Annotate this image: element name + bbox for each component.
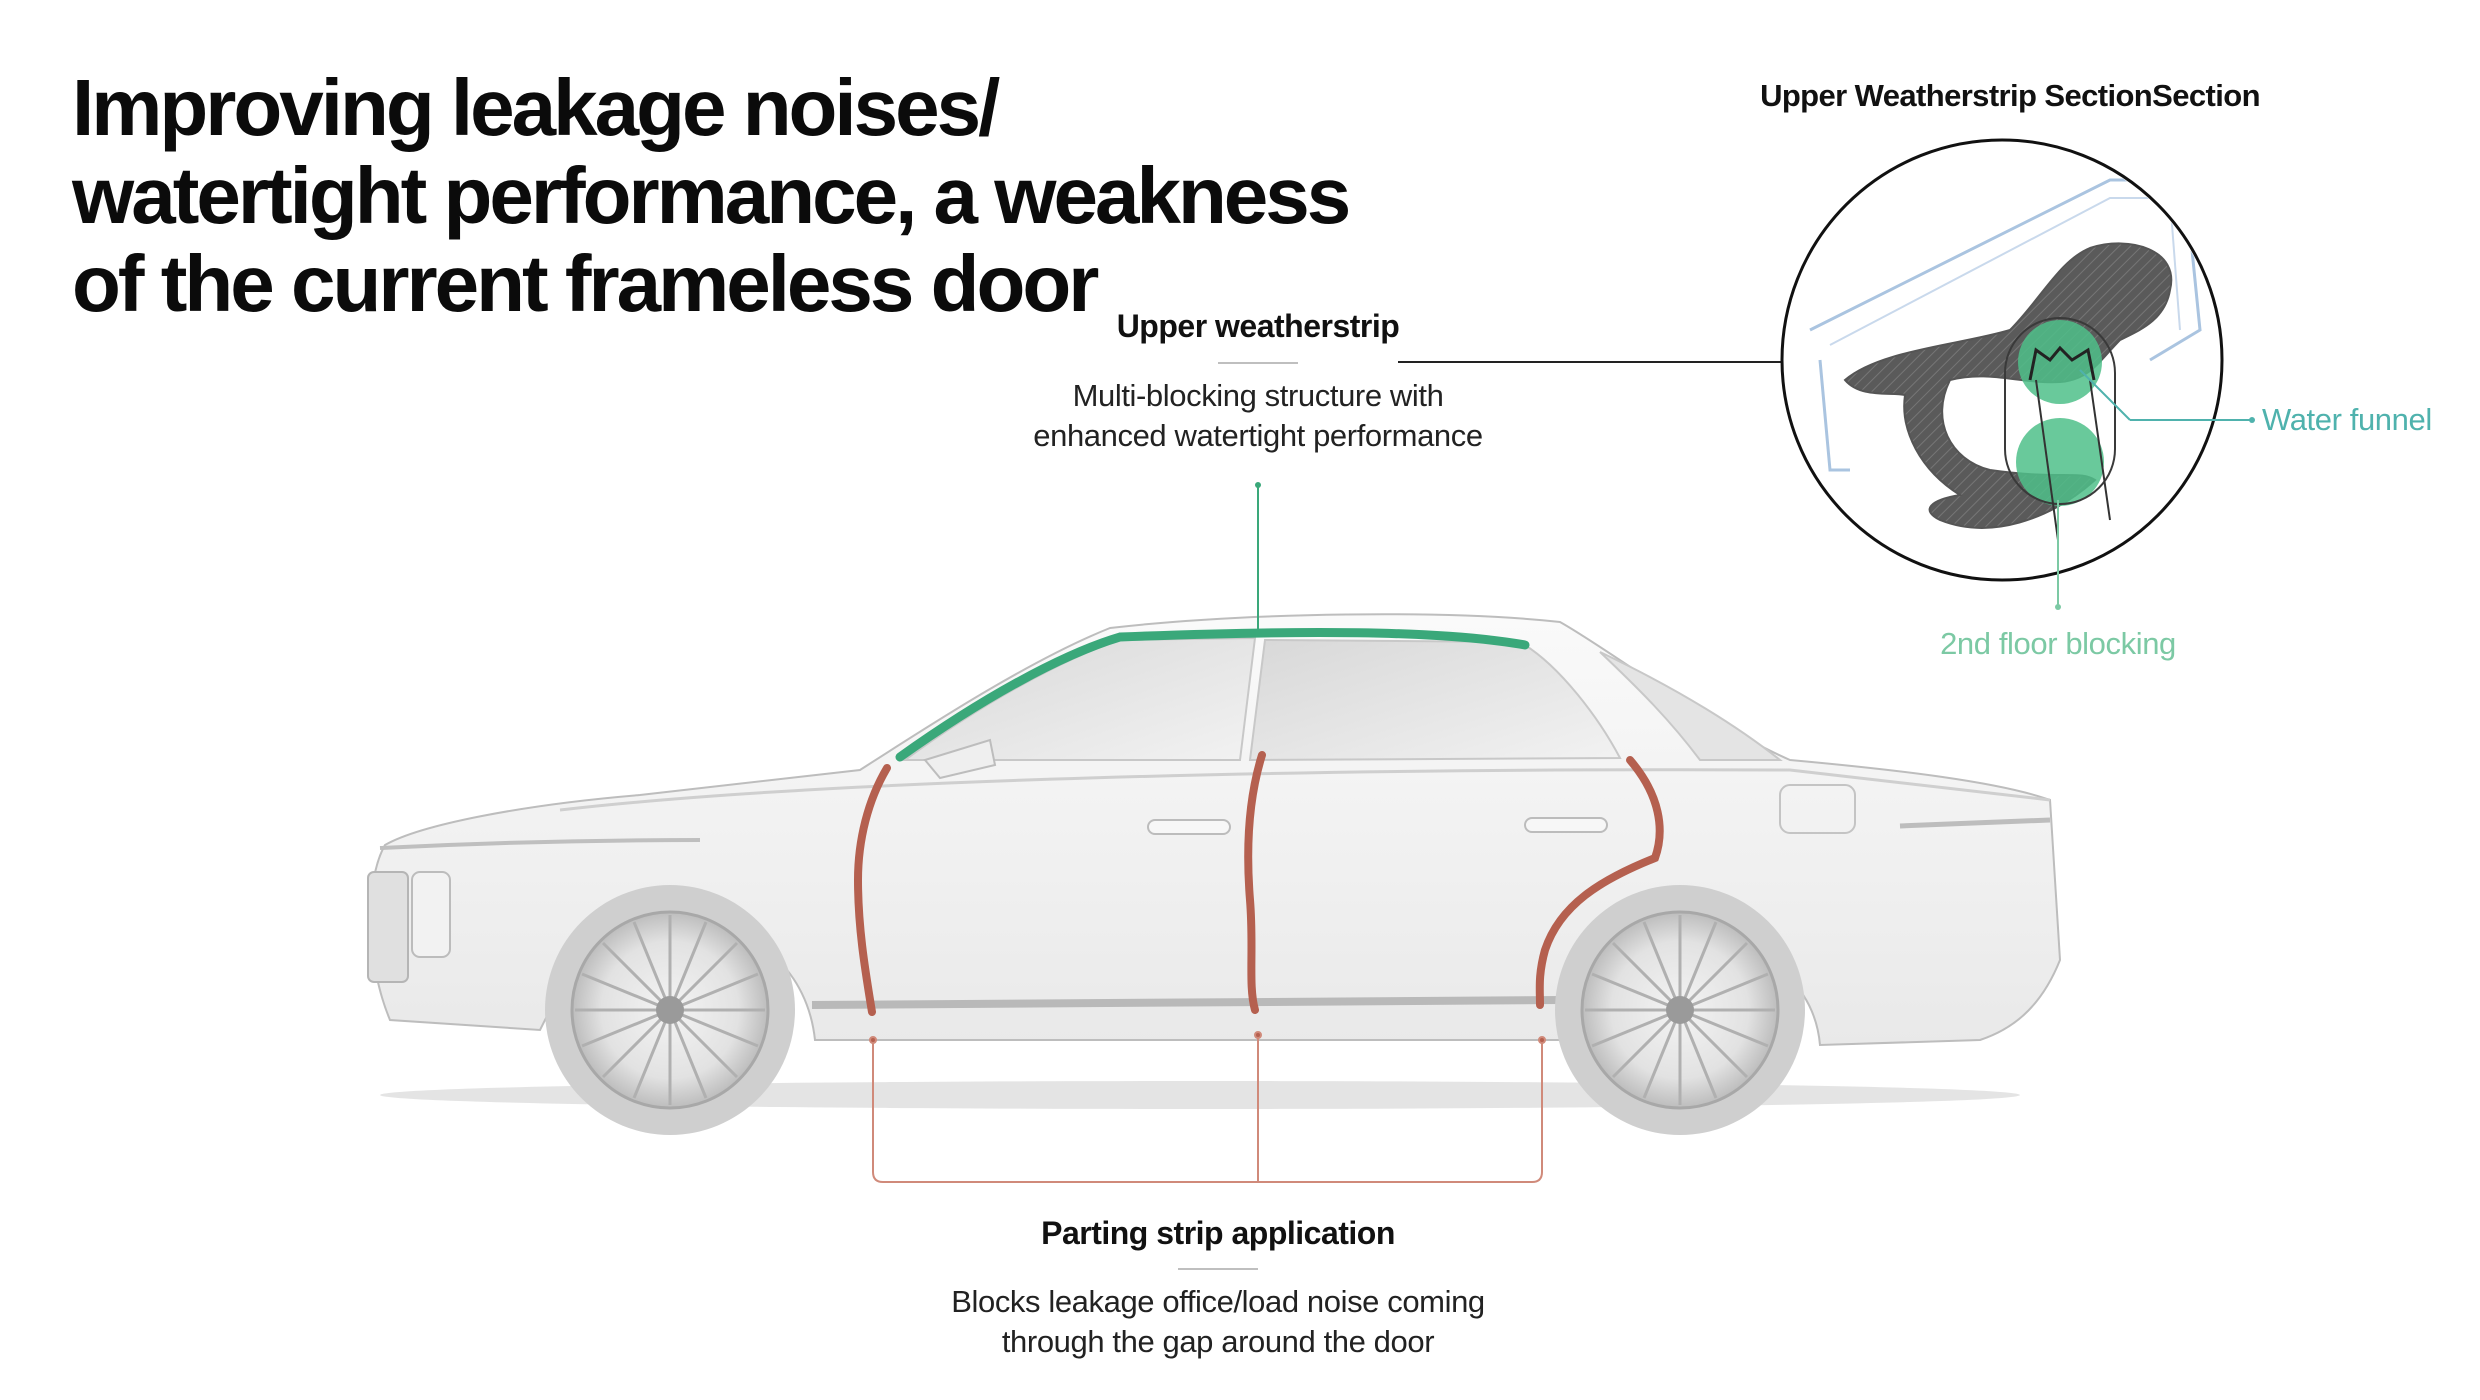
page-title: Improving leakage noises/ watertight per… [72,64,1372,328]
page-title-line-3: of the current frameless door [72,239,1099,328]
water-funnel-label: Water funnel [2262,402,2432,437]
upper-weatherstrip-title: Upper weatherstrip [1116,308,1400,344]
parting-strip-description: Blocks leakage office/load noise coming … [858,1282,1578,1362]
parting-strip-title: Parting strip application [1041,1215,1395,1251]
parting-strip-desc-line-1: Blocks leakage office/load noise coming [951,1284,1485,1319]
parting-strip-bracket [869,1031,1546,1183]
page-title-line-2: watertight performance, a weakness [72,151,1351,240]
rear-wheel [1555,885,1805,1135]
parting-strip-highlight [853,751,1664,1016]
weatherstrip-section-view [1780,138,2255,610]
second-floor-blocking-label: 2nd floor blocking [1940,626,2176,661]
upper-weatherstrip-desc-line-1: Multi-blocking structure with [1072,378,1444,413]
section-view-heading: Upper Weatherstrip SectionSection [1760,78,2260,113]
upper-weatherstrip-divider [1218,362,1298,364]
upper-weatherstrip-leader [1255,361,1785,630]
parting-strip-divider [1178,1268,1258,1270]
upper-weatherstrip-description: Multi-blocking structure with enhanced w… [958,376,1558,456]
parting-strip-desc-line-2: through the gap around the door [1001,1324,1435,1359]
upper-weatherstrip-highlight [895,627,1530,762]
front-wheel [545,885,795,1135]
page-title-line-1: Improving leakage noises/ [72,63,1000,152]
upper-weatherstrip-desc-line-2: enhanced watertight performance [1033,418,1483,453]
